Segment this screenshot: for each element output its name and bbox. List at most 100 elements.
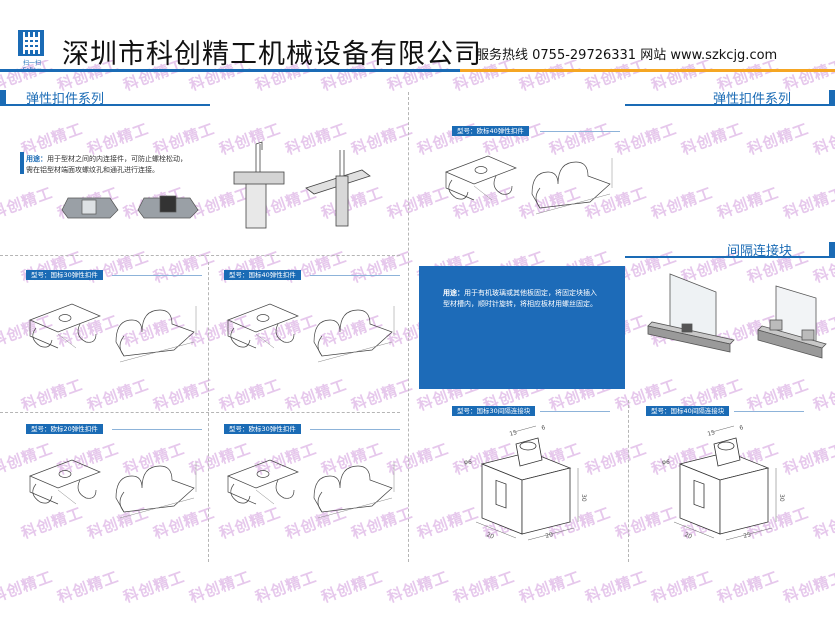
clip-hole <box>256 470 270 478</box>
watermark-text: 科创精工 <box>217 247 284 287</box>
section-title: 间隔连接块 <box>727 244 793 259</box>
header-rule-orange <box>460 69 835 72</box>
tag-line <box>310 429 400 430</box>
clip-spring <box>531 161 611 209</box>
model-tag-eu30: 型号：欧标30弹性扣件 <box>224 424 301 434</box>
clip-plate <box>445 155 517 185</box>
watermark-text: 科创精工 <box>715 567 782 607</box>
section-title: 弹性扣件系列 <box>26 92 105 107</box>
clip-spring <box>313 309 393 357</box>
watermark-text: 科创精工 <box>85 247 152 287</box>
watermark-text: 科创精工 <box>55 567 122 607</box>
clip-edge <box>227 320 257 349</box>
clip-drawing-eu30 <box>227 459 395 519</box>
watermark-text: 科创精工 <box>649 183 716 223</box>
usage-spacer: 用途：用于有机玻璃或其他板固定，将固定块插入 型材槽内，顺时针旋转，将相应板材用… <box>443 288 615 310</box>
assembly-diagram-1 <box>233 141 285 229</box>
model-tag-gb30-spacer: 型号：国标30间隔连接块 <box>452 406 536 416</box>
clip-plate <box>227 459 299 489</box>
clip-hole <box>58 470 72 478</box>
divider <box>408 92 409 562</box>
watermark-text: 科创精工 <box>85 375 152 415</box>
dimension-line <box>317 497 393 519</box>
dim-top-a: 15 <box>509 429 518 438</box>
clip-hole <box>474 166 488 174</box>
spacer-assembly-2 <box>757 285 827 359</box>
clip-plate <box>227 303 299 333</box>
clip-plate <box>29 303 101 333</box>
watermark-text: 科创精工 <box>811 119 835 159</box>
qr-code-icon <box>18 30 44 56</box>
block-slot <box>693 479 705 509</box>
dim-depth: 20 <box>485 531 495 540</box>
tag-line <box>540 411 610 412</box>
tag-line <box>112 275 202 276</box>
watermark-text: 科创精工 <box>349 247 416 287</box>
tag-line <box>310 275 400 276</box>
watermark-text: 科创精工 <box>781 183 835 223</box>
dim-top-b: 6 <box>541 424 547 432</box>
clip-drawing-gb30 <box>29 303 197 363</box>
watermark-text: 科创精工 <box>121 567 188 607</box>
watermark-text: 科创精工 <box>283 247 350 287</box>
dimension-line <box>711 425 735 433</box>
dim-hole: φ6 <box>662 459 670 466</box>
model-tag-gb30: 型号：国标30弹性扣件 <box>26 270 103 280</box>
spacer-assembly-1 <box>647 273 735 353</box>
watermark-text: 科创精工 <box>217 375 284 415</box>
dim-depth: 20 <box>683 531 693 540</box>
dim-top-b: 6 <box>739 424 745 432</box>
clip-spring <box>115 309 195 357</box>
watermark-text: 科创精工 <box>283 375 350 415</box>
clip-roller <box>77 323 97 343</box>
dimension-line <box>513 425 537 433</box>
clip-spring <box>313 465 393 513</box>
usage-line-2: 需在铝型材端面攻螺纹孔和通孔进行连接。 <box>26 166 159 174</box>
block-right-face <box>719 467 769 535</box>
clip-spring-curve <box>119 491 125 513</box>
block-boss-arc <box>519 441 537 451</box>
dim-width: 20 <box>545 531 554 540</box>
section-marker <box>0 90 6 104</box>
watermark-text: 科创精工 <box>679 119 746 159</box>
model-tag-eu40: 型号：欧标40弹性扣件 <box>452 126 529 136</box>
dimension-line <box>535 193 611 215</box>
watermark-text: 科创精工 <box>451 567 518 607</box>
company-name: 深圳市科创精工机械设备有限公司 <box>62 39 482 70</box>
dimension-line <box>475 521 517 539</box>
block-slot <box>495 479 507 509</box>
watermark-text: 科创精工 <box>253 567 320 607</box>
divider <box>0 412 400 413</box>
tag-line <box>540 131 620 132</box>
tag-line <box>112 429 202 430</box>
watermark-text: 科创精工 <box>745 119 812 159</box>
section-marker <box>829 90 835 104</box>
dimension-line <box>527 527 575 541</box>
watermark-text: 科创精工 <box>811 375 835 415</box>
watermark-text: 科创精工 <box>0 567 56 607</box>
clip-roller <box>77 479 97 499</box>
section-title: 弹性扣件系列 <box>713 92 792 107</box>
clip-spring-curve <box>317 335 323 357</box>
usage-line-1: 用于有机玻璃或其他板固定，将固定块插入 <box>464 289 597 297</box>
dimension-line <box>119 341 195 363</box>
usage-label: 用途： <box>26 155 47 163</box>
clip-drawing-gb40 <box>227 303 395 363</box>
page-header: 扫一扫 Follow 深圳市科创精工机械设备有限公司 服务热线 0755-297… <box>0 0 835 74</box>
clip-roller <box>493 175 513 195</box>
clip-spring-curve <box>535 187 541 209</box>
contact-info: 服务热线 0755-29726331 网站 www.szkcjg.com <box>476 48 778 63</box>
dimension-leader <box>57 489 77 505</box>
dim-height: 30 <box>778 494 785 502</box>
dimension-leader <box>255 489 275 505</box>
divider <box>208 262 209 562</box>
dimension-leader <box>255 333 275 349</box>
watermark-text: 科创精工 <box>19 375 86 415</box>
watermark-text: 科创精工 <box>649 567 716 607</box>
model-tag-eu20: 型号：欧标20弹性扣件 <box>26 424 103 434</box>
block-boss-arc <box>717 441 735 451</box>
clip-hole <box>58 314 72 322</box>
usage-line-1: 用于型材之间的内连接件，可防止螺栓松动， <box>47 155 187 163</box>
